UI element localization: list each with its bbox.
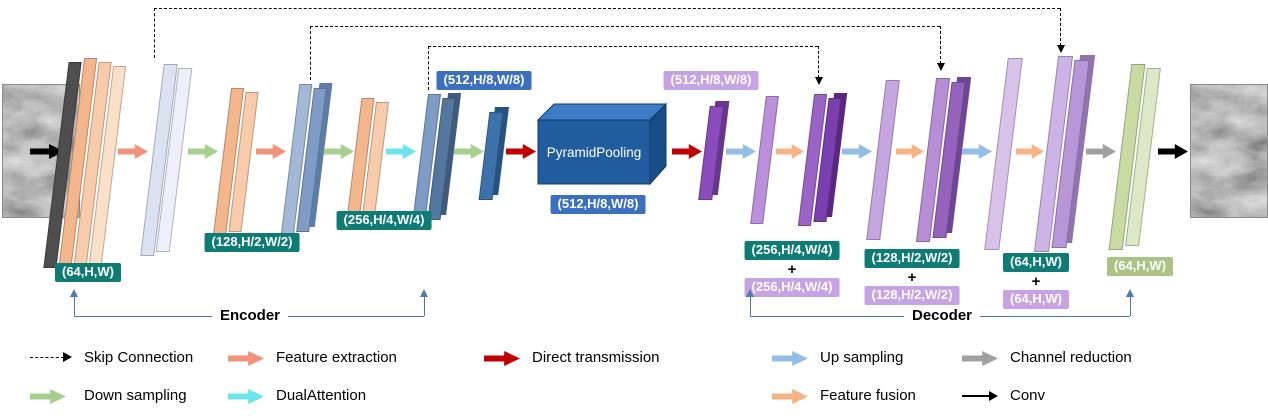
skip-connection-line <box>428 46 818 47</box>
skip-arrowhead-icon <box>1057 45 1065 53</box>
legend-label: Skip Connection <box>84 349 194 366</box>
skip-connection-line <box>940 26 941 64</box>
legend-label: DualAttention <box>276 387 367 404</box>
direct-transmission-arrow <box>506 144 536 159</box>
legend-label: Feature fusion <box>820 387 916 404</box>
up-sampling-arrow <box>772 351 808 366</box>
dec2-skip-badge: (128,H/2,W/2) <box>864 286 960 305</box>
bracket-arrowhead-icon <box>420 289 428 297</box>
feature-map-plane <box>750 96 779 224</box>
dec1-up-badge: (64,H,W) <box>1003 253 1069 272</box>
dual-attention-arrow <box>386 144 416 159</box>
skip-arrowhead-icon <box>937 63 945 71</box>
direct-transmission-arrow <box>484 351 520 366</box>
conv-arrowhead-icon <box>989 391 998 401</box>
enc3-shape-badge: (256,H/4,W/4) <box>336 211 432 230</box>
skip-connection-line <box>428 46 429 90</box>
skip-connection-line <box>310 26 940 27</box>
channel-reduction-arrow <box>1086 144 1116 159</box>
up-sampling-arrow <box>726 144 756 159</box>
down-sampling-arrow <box>30 389 66 404</box>
skip-connection-arrow <box>30 357 64 358</box>
feature-fusion-arrow <box>896 144 924 159</box>
up-sampling-arrow <box>962 144 992 159</box>
feature-extraction-arrow <box>228 351 264 366</box>
channel-reduction-arrow <box>962 351 998 366</box>
feature-extraction-arrow <box>118 144 148 159</box>
feature-map-plane <box>866 80 900 240</box>
pyramid-pooling-label: PyramidPooling <box>546 144 642 160</box>
conv-arrow <box>1158 144 1188 159</box>
decoder-bracket <box>1130 296 1131 316</box>
enc1-shape-badge: (64,H,W) <box>55 263 121 282</box>
skip-connection-line <box>818 46 819 78</box>
enc4-shape-badge: (512,H/8,W/8) <box>436 71 532 90</box>
feature-fusion-arrow <box>1016 144 1044 159</box>
dec3-skip-badge: (256,H/4,W/4) <box>744 278 840 297</box>
feature-map-plane <box>478 112 504 200</box>
decoder-bracket <box>750 296 751 316</box>
skip-connection-line <box>310 26 311 80</box>
feature-fusion-arrow <box>772 389 808 404</box>
feature-fusion-arrow <box>776 144 804 159</box>
skip-arrowhead-icon <box>63 352 72 362</box>
output-image <box>1190 84 1268 218</box>
feature-map-plane <box>698 106 724 200</box>
down-sampling-arrow <box>188 144 218 159</box>
pyramid-pooling-box <box>536 102 668 186</box>
skip-connection-line <box>154 8 1060 9</box>
dec3-up-badge: (256,H/4,W/4) <box>744 241 840 260</box>
legend-label: Direct transmission <box>532 349 660 366</box>
encoder-bracket <box>424 296 425 316</box>
conv-arrow <box>962 395 990 397</box>
bottleneck-output-badge: (512,H/8,W/8) <box>550 195 646 214</box>
concat-plus: + <box>1031 273 1041 290</box>
encoder-label: Encoder <box>211 307 289 325</box>
dec1-skip-badge: (64,H,W) <box>1003 290 1069 309</box>
dec2-up-badge: (128,H/2,W/2) <box>864 249 960 268</box>
concat-plus: + <box>907 269 917 286</box>
encoder-bracket <box>74 296 75 316</box>
dec4-shape-badge: (512,H/8,W/8) <box>663 71 759 90</box>
up-sampling-arrow <box>842 144 872 159</box>
legend-label: Down sampling <box>84 387 187 404</box>
legend-label: Conv <box>1010 387 1046 404</box>
skip-connection-line <box>1060 8 1061 46</box>
decoder-label: Decoder <box>903 307 981 325</box>
down-sampling-arrow <box>324 144 354 159</box>
legend-label: Channel reduction <box>1010 349 1132 366</box>
bracket-arrowhead-icon <box>746 289 754 297</box>
feature-extraction-arrow <box>256 144 286 159</box>
direct-transmission-arrow <box>672 144 702 159</box>
dual-attention-arrow <box>228 389 264 404</box>
skip-arrowhead-icon <box>815 77 823 85</box>
output-shape-badge: (64,H,W) <box>1107 257 1173 276</box>
bracket-arrowhead-icon <box>70 289 78 297</box>
concat-plus: + <box>787 261 797 278</box>
legend-label: Feature extraction <box>276 349 397 366</box>
skip-connection-line <box>154 8 155 58</box>
down-sampling-arrow <box>454 144 484 159</box>
bracket-arrowhead-icon <box>1126 289 1134 297</box>
enc2-shape-badge: (128,H/2,W/2) <box>204 233 300 252</box>
legend-label: Up sampling <box>820 349 904 366</box>
